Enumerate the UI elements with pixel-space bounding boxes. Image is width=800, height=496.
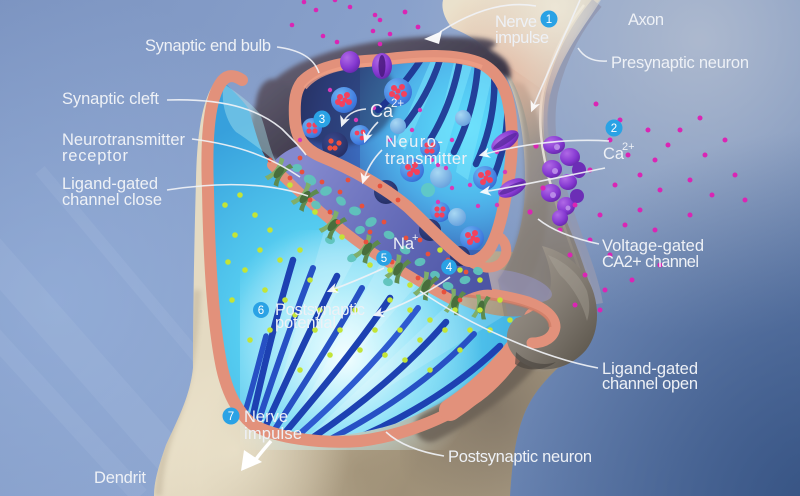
svg-text:impulse: impulse [244,425,302,443]
svg-text:receptor: receptor [62,147,129,165]
svg-text:CA2+ channel: CA2+ channel [602,253,699,271]
svg-text:7: 7 [228,411,234,423]
svg-text:Ca: Ca [370,101,394,121]
svg-text:Ligand-gated: Ligand-gated [602,360,698,378]
svg-text:2+: 2+ [622,141,635,153]
svg-text:2+: 2+ [391,98,404,110]
svg-text:Voltage-gated: Voltage-gated [602,237,704,255]
svg-text:Dendrit: Dendrit [94,469,146,487]
svg-text:Neurotransmitter: Neurotransmitter [62,131,186,149]
svg-text:impulse: impulse [495,29,549,47]
svg-text:Nerve: Nerve [495,13,537,31]
svg-text:Synaptic end bulb: Synaptic end bulb [145,37,271,55]
svg-text:+: + [412,232,418,244]
svg-text:3: 3 [319,114,325,126]
svg-text:2: 2 [611,123,617,135]
svg-text:potential: potential [275,314,336,332]
svg-text:Ligand-gated: Ligand-gated [62,175,158,193]
svg-text:Na: Na [393,235,415,253]
svg-text:Postsynaptic: Postsynaptic [275,301,365,319]
svg-text:channel close: channel close [62,191,162,209]
svg-text:channel open: channel open [602,375,698,393]
svg-text:Nerve: Nerve [244,408,288,426]
svg-text:1: 1 [546,14,552,26]
svg-text:Neuro-: Neuro- [385,133,443,151]
svg-text:Postsynaptic neuron: Postsynaptic neuron [448,448,592,466]
svg-text:Axon: Axon [628,11,664,29]
svg-text:Synaptic cleft: Synaptic cleft [62,90,159,108]
svg-text:4: 4 [446,262,453,274]
svg-text:transmitter: transmitter [385,150,468,168]
svg-text:Presynaptic neuron: Presynaptic neuron [611,54,749,72]
svg-text:6: 6 [258,305,264,317]
svg-text:5: 5 [381,253,387,265]
svg-text:Ca: Ca [603,145,625,163]
